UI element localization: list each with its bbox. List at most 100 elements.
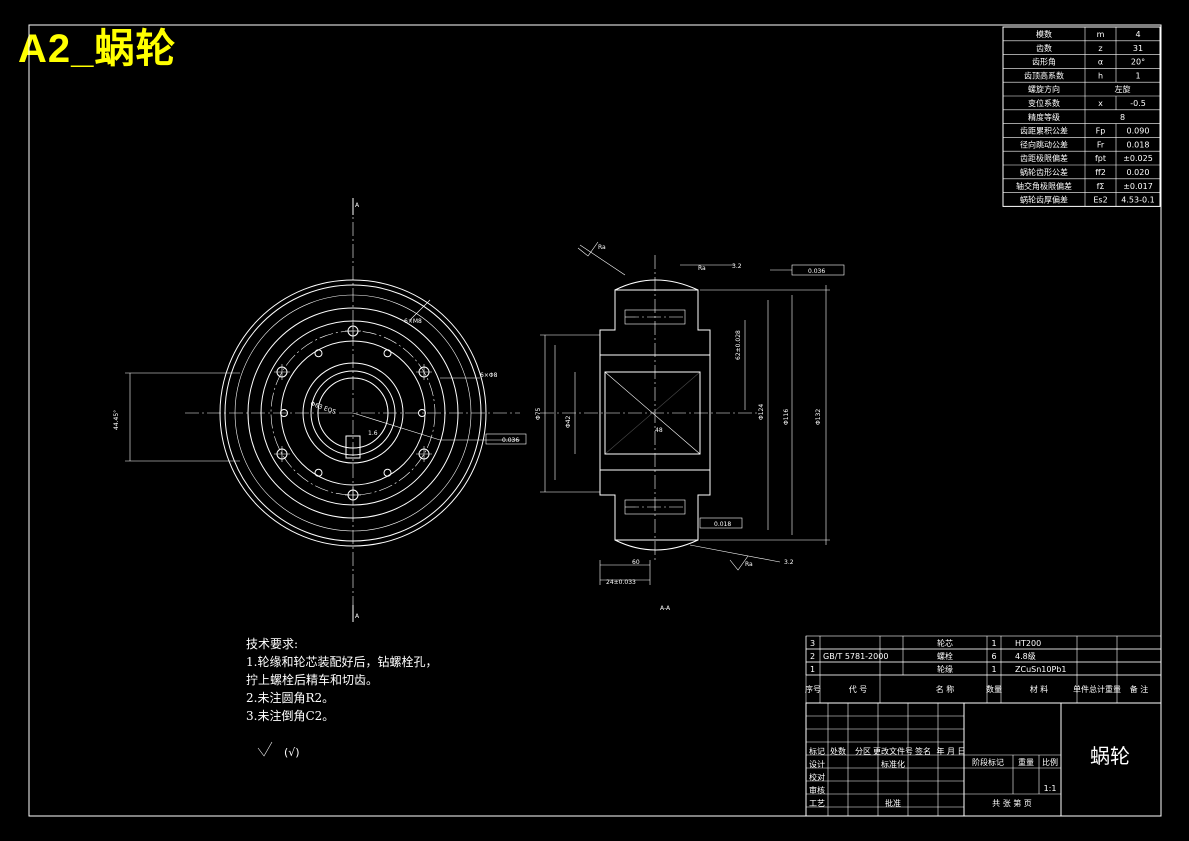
param-value: 31 xyxy=(1133,44,1143,53)
bom-seq: 2 xyxy=(810,652,815,661)
param-name: 蜗轮齿形公差 xyxy=(1020,167,1068,177)
dim-16: 1.6 xyxy=(368,430,378,437)
tech-heading: 技术要求: xyxy=(246,637,299,651)
svg-text:44.45°: 44.45° xyxy=(113,410,120,430)
sheet-text: 共 张 第 页 xyxy=(992,798,1032,808)
param-symbol: h xyxy=(1098,71,1103,80)
param-name: 齿形角 xyxy=(1032,57,1056,67)
param-name: 蜗轮齿厚偏差 xyxy=(1020,195,1068,205)
bom-header-qty: 数量 xyxy=(986,684,1002,694)
param-symbol: Fp xyxy=(1096,127,1106,136)
bom-seq: 1 xyxy=(810,665,815,674)
param-value: 8 xyxy=(1120,113,1125,122)
param-symbol: fpt xyxy=(1095,154,1106,163)
bom-material: HT200 xyxy=(1015,639,1041,648)
small-hole xyxy=(314,468,323,477)
bom-seq: 3 xyxy=(810,639,815,648)
param-symbol: fΣ xyxy=(1097,182,1105,191)
bom-qty: 1 xyxy=(991,639,996,648)
bom-material: ZCuSn10Pb1 xyxy=(1015,665,1066,674)
small-hole xyxy=(280,409,288,417)
runout-bottom: 0.018 xyxy=(714,521,731,528)
param-symbol: x xyxy=(1098,99,1103,108)
param-name: 精度等级 xyxy=(1028,112,1060,122)
param-symbol: z xyxy=(1098,44,1102,53)
bom-name: 螺栓 xyxy=(937,651,953,661)
ra-bottom: Ra xyxy=(745,561,753,568)
pcd-label: Φ63 EQS xyxy=(309,400,337,416)
bom-header-seq: 序号 xyxy=(805,684,821,694)
part-name: 蜗轮 xyxy=(1090,744,1130,768)
param-value: 4.53-0.1 xyxy=(1121,196,1154,205)
param-name: 齿距极限偏差 xyxy=(1020,153,1068,163)
svg-text:Φ116: Φ116 xyxy=(783,409,790,425)
svg-text:Φ132: Φ132 xyxy=(815,409,822,425)
svg-text:A: A xyxy=(355,202,360,209)
bom-code: GB/T 5781-2000 xyxy=(823,652,888,661)
dim-32-top: 3.2 xyxy=(732,263,742,270)
title-role: 校对 xyxy=(809,772,825,782)
dim-32-bottom: 3.2 xyxy=(784,559,794,566)
tech-line-3: 2.未注圆角R2。 xyxy=(246,691,335,705)
param-value: -0.5 xyxy=(1130,99,1146,108)
param-name: 模数 xyxy=(1036,29,1052,39)
tech-line-1: 1.轮缘和轮芯装配好后，钻螺栓孔， xyxy=(246,655,438,669)
width-dim: 24±0.033 xyxy=(606,579,636,586)
param-value: 4 xyxy=(1135,30,1140,39)
param-name: 齿顶高系数 xyxy=(1024,70,1064,80)
param-symbol: ff2 xyxy=(1095,168,1106,177)
circularity-tol: 0.036 xyxy=(502,437,519,444)
stage-label: 阶段标记 xyxy=(972,757,1004,767)
bom-qty: 6 xyxy=(991,652,996,661)
title-row-label: 年 月 日 xyxy=(936,746,965,756)
bom-header-material: 材 料 xyxy=(1030,684,1049,694)
scale-label: 比例 xyxy=(1042,757,1058,767)
param-value: ±0.025 xyxy=(1123,154,1153,163)
ra-top-left: Ra xyxy=(598,244,606,251)
svg-text:62±0.028: 62±0.028 xyxy=(735,330,742,360)
approve-label: 批准 xyxy=(885,798,901,808)
param-symbol: Es2 xyxy=(1093,196,1107,205)
front-view: A A 44.45° 0.036 6×M8 6×Φ8 Φ63 EQS 1.6 xyxy=(113,198,527,622)
weight-label: 重量 xyxy=(1018,757,1034,767)
bom-name: 轮芯 xyxy=(937,638,953,648)
param-name: 径向跳动公差 xyxy=(1020,139,1068,149)
bom-header-code: 代 号 xyxy=(849,684,868,694)
param-value: 左旋 xyxy=(1115,84,1131,94)
title-row-label: 分区 xyxy=(855,747,871,756)
technical-requirements: 技术要求: 1.轮缘和轮芯装配好后，钻螺栓孔， 拧上螺栓后精车和切齿。 2.未注… xyxy=(246,635,437,725)
param-name: 齿数 xyxy=(1036,43,1052,53)
bom-material: 4.8级 xyxy=(1015,651,1036,661)
drawing-frame xyxy=(28,24,1162,817)
param-value: 0.018 xyxy=(1127,140,1150,149)
param-symbol: m xyxy=(1097,30,1105,39)
param-value: 20° xyxy=(1131,58,1145,67)
svg-text:Φ42: Φ42 xyxy=(565,415,572,428)
title-role: 设计 xyxy=(809,759,825,769)
svg-text:48: 48 xyxy=(655,427,663,434)
tech-line-4: 3.未注倒角C2。 xyxy=(246,709,335,723)
drawing-title: A2_蜗轮 xyxy=(18,27,177,71)
roughness-note: (√) xyxy=(284,746,300,759)
title-row-label: 更改文件号 xyxy=(873,746,913,756)
section-label: A-A xyxy=(660,605,671,612)
param-value: 0.020 xyxy=(1127,168,1150,177)
bom-header-remark: 备 注 xyxy=(1130,684,1149,694)
param-value: 0.090 xyxy=(1127,127,1150,136)
title-role: 工艺 xyxy=(809,799,825,808)
std-label: 标准化 xyxy=(881,759,905,769)
param-name: 螺旋方向 xyxy=(1028,84,1060,94)
title-role: 审核 xyxy=(809,785,825,795)
param-symbol: Fr xyxy=(1097,140,1105,149)
scale-value: 1:1 xyxy=(1044,784,1057,793)
runout-top: 0.036 xyxy=(808,268,825,275)
bom-name: 轮缘 xyxy=(937,664,953,674)
small-hole xyxy=(383,349,392,358)
section-view: Φ132 Φ116 Φ124 62±0.028 Φ75 Φ42 48 24±0.… xyxy=(535,241,845,612)
param-symbol: α xyxy=(1098,58,1103,67)
bom-qty: 1 xyxy=(991,665,996,674)
param-name: 齿距累积公差 xyxy=(1020,126,1068,136)
param-name: 轴交角极限偏差 xyxy=(1016,181,1072,191)
